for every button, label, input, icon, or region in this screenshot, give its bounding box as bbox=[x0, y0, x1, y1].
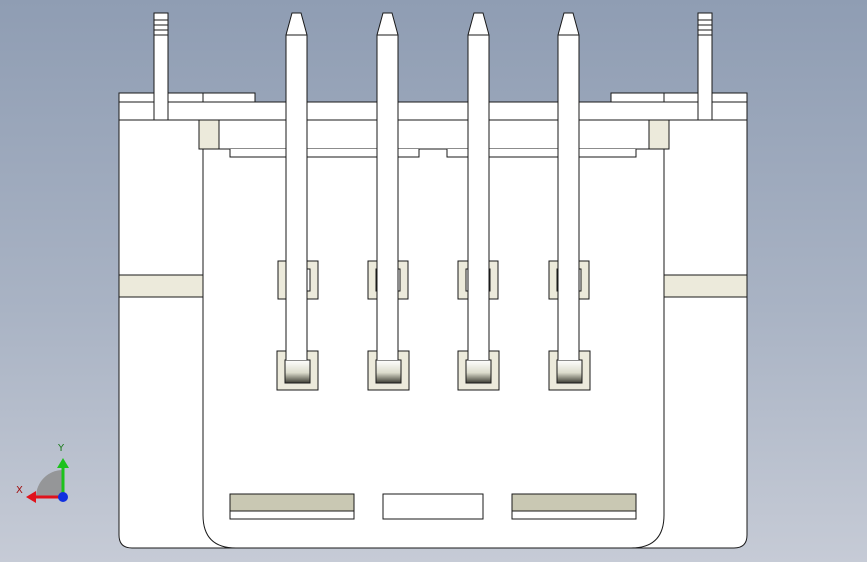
bottom-slot-left[interactable] bbox=[229, 493, 355, 520]
orientation-triad[interactable] bbox=[26, 458, 69, 503]
mount-post-right[interactable] bbox=[697, 12, 713, 121]
housing-inner[interactable] bbox=[202, 119, 665, 549]
crossbar-end-right bbox=[648, 119, 670, 150]
latch-band-left[interactable] bbox=[118, 274, 204, 298]
contact-pocket-3[interactable] bbox=[457, 350, 500, 391]
triad-x-label: X bbox=[16, 485, 23, 496]
crossbar-end-left bbox=[198, 119, 220, 150]
pin-3[interactable] bbox=[467, 12, 490, 360]
bottom-slot-right[interactable] bbox=[511, 493, 637, 520]
triad-y-label: Y bbox=[58, 443, 65, 454]
triad-plane-icon bbox=[36, 470, 63, 497]
top-flange[interactable] bbox=[118, 92, 748, 121]
pin-2[interactable] bbox=[376, 12, 399, 360]
ledge-right bbox=[446, 149, 637, 158]
ledge-left bbox=[229, 149, 420, 158]
crossbar[interactable] bbox=[198, 119, 670, 150]
pin-4[interactable] bbox=[557, 12, 580, 360]
latch-band-right[interactable] bbox=[663, 274, 748, 298]
bottom-slot-center[interactable] bbox=[382, 493, 484, 520]
z-axis-dot bbox=[58, 492, 68, 502]
pin-1[interactable] bbox=[285, 12, 308, 360]
mount-post-left[interactable] bbox=[153, 12, 169, 121]
